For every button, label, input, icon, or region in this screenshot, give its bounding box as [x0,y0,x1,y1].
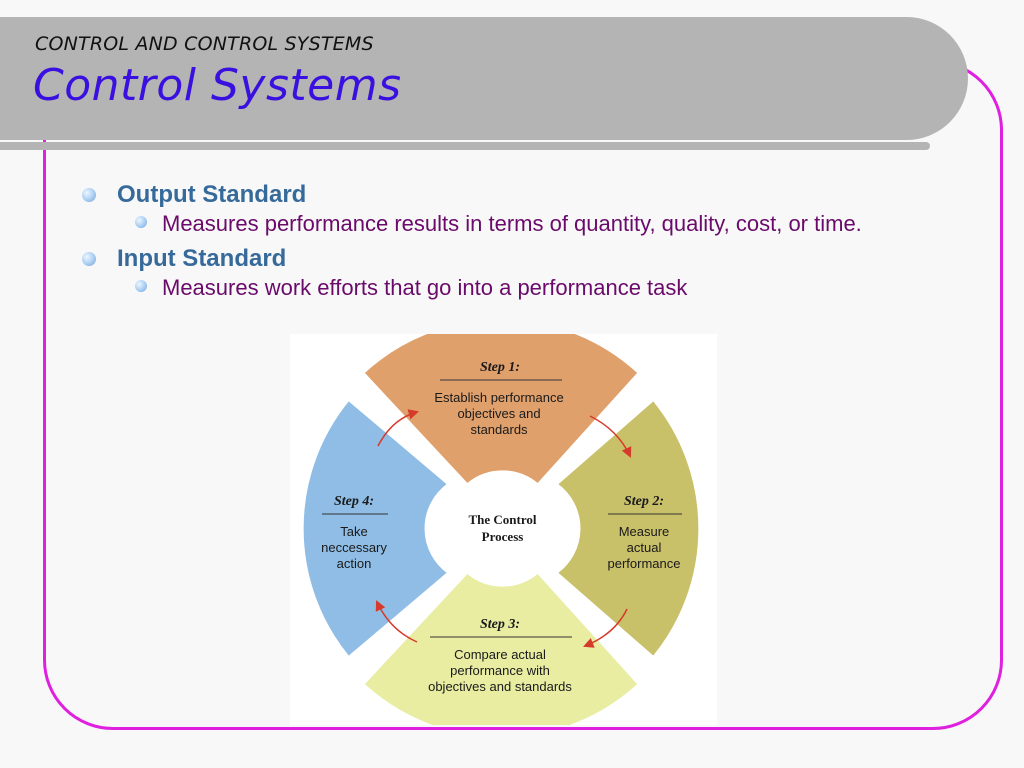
center-label-line-1: The Control [468,512,536,527]
step-1-line-3: standards [470,422,528,437]
step-3-line-1: Compare actual [454,647,546,662]
bullet-dot-icon [82,188,96,202]
bullet-dot-icon [82,252,96,266]
step-4-line-3: action [337,556,372,571]
arrow-step4-to-1-icon [377,409,420,447]
step-2-line-2: actual [627,540,662,555]
bullet-dot-icon [135,216,147,228]
step-2-line-1: Measure [619,524,670,539]
step-2-title: Step 2: [624,494,664,509]
sub-bullet-text: Measures performance results in terms of… [162,211,862,236]
step-2-line-3: performance [608,556,681,571]
step-1-line-1: Establish performance [434,390,563,405]
bullet-dot-icon [135,280,147,292]
step-4-line-1: Take [340,524,367,539]
control-process-diagram: The Control Process Step 1: Establish pe… [290,334,717,725]
sub-bullet-output: Measures performance results in terms of… [117,212,942,236]
slide-title: Control Systems [33,60,402,111]
step-3-title: Step 3: [480,617,520,632]
step-4-segment [302,399,449,658]
step-1-line-2: objectives and [457,406,540,421]
arrow-step2-to-3-icon [583,608,628,648]
header-underline [0,142,930,150]
bullet-label: Output Standard [117,181,307,208]
bullet-output-standard: Output Standard [82,180,942,210]
bullet-input-standard: Input Standard [82,244,942,274]
step-1-segment [363,334,639,485]
header-band [0,17,968,140]
step-3-segment [363,572,639,725]
step-2-segment [556,399,700,658]
bullet-list: Output Standard Measures performance res… [82,180,942,308]
step-3-line-2: performance with [450,663,550,678]
arrow-step3-to-4-icon [375,600,418,643]
sub-bullet-input: Measures work efforts that go into a per… [117,276,942,300]
center-label-line-2: Process [482,529,524,544]
step-1-title: Step 1: [480,360,520,375]
arrow-step1-to-2-icon [589,415,632,458]
center-hub [450,476,555,581]
sub-bullet-text: Measures work efforts that go into a per… [162,275,688,300]
slide-subtitle: CONTROL AND CONTROL SYSTEMS [35,33,374,55]
step-4-title: Step 4: [334,494,374,509]
control-process-svg: The Control Process Step 1: Establish pe… [302,334,700,725]
step-3-line-3: objectives and standards [428,679,572,694]
bullet-label: Input Standard [117,245,287,272]
step-4-line-2: neccessary [321,540,387,555]
